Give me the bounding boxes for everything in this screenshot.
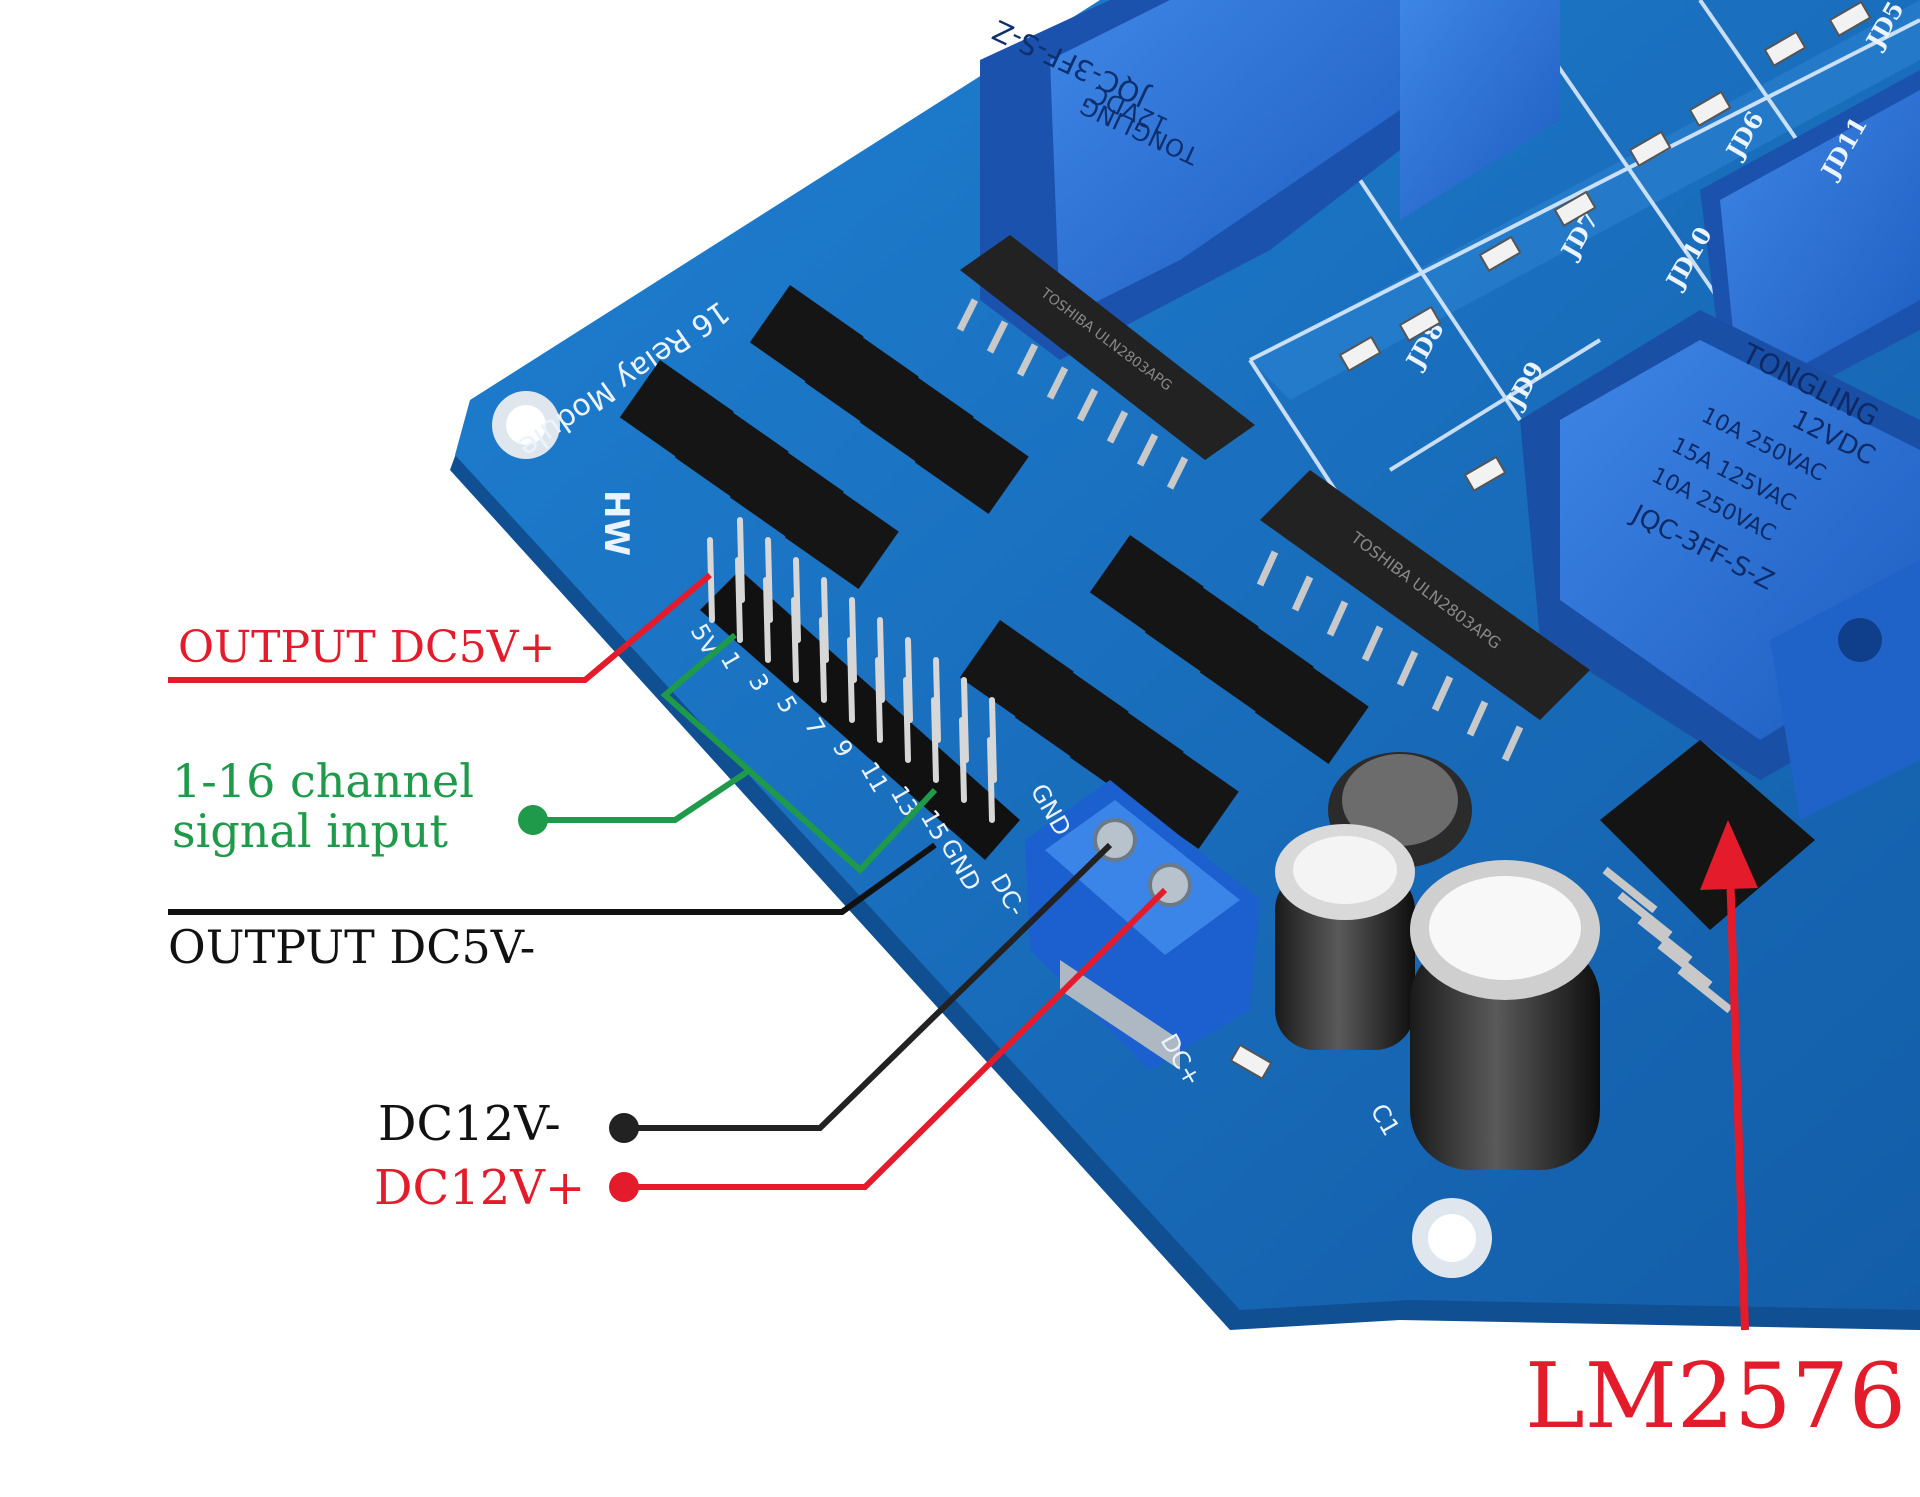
signal-bracket-line	[660, 632, 938, 875]
mounting-holes	[492, 391, 1492, 1278]
output-5v-minus-line	[168, 842, 937, 915]
lm2576-arrow-head	[1700, 820, 1758, 890]
optocouplers	[619, 285, 1369, 849]
uln2803-ics: TOSHIBA ULN2803APG TOSHIBA ULN2803APG	[956, 235, 1590, 762]
dc12v-minus-line	[625, 842, 1113, 1131]
output-5v-minus-label: OUTPUT DC5V-	[168, 920, 536, 974]
signal-input-line	[540, 767, 752, 823]
signal-input-label-line2: signal input	[172, 804, 449, 858]
lm2576-label: LM2576	[1525, 1344, 1906, 1449]
pin-header	[700, 517, 1020, 860]
dc12v-plus-label: DC12V+	[374, 1160, 586, 1216]
signal-input-dot	[518, 805, 548, 835]
status-leds	[1229, 0, 1872, 1080]
relays: JQC-3FF-S-Z 12VDC TONGLING TONGLING 12VD…	[980, 0, 1920, 820]
lm2576-arrow-line	[1726, 869, 1749, 1331]
dc12v-plus-dot	[609, 1172, 639, 1202]
output-5v-plus-line	[168, 572, 712, 683]
board-mark: HW	[596, 490, 636, 556]
screw-terminal	[1025, 780, 1260, 1070]
output-5v-plus-label: OUTPUT DC5V+	[178, 622, 556, 673]
capacitors	[1275, 752, 1600, 1170]
annotation-lines	[168, 572, 1758, 1331]
lm2576-regulator	[1600, 740, 1815, 1014]
dc12v-plus-line	[625, 887, 1168, 1190]
dc12v-minus-dot	[609, 1113, 639, 1143]
signal-input-label-line1: 1-16 channel	[172, 754, 474, 808]
dc12v-minus-label: DC12V-	[378, 1096, 561, 1152]
